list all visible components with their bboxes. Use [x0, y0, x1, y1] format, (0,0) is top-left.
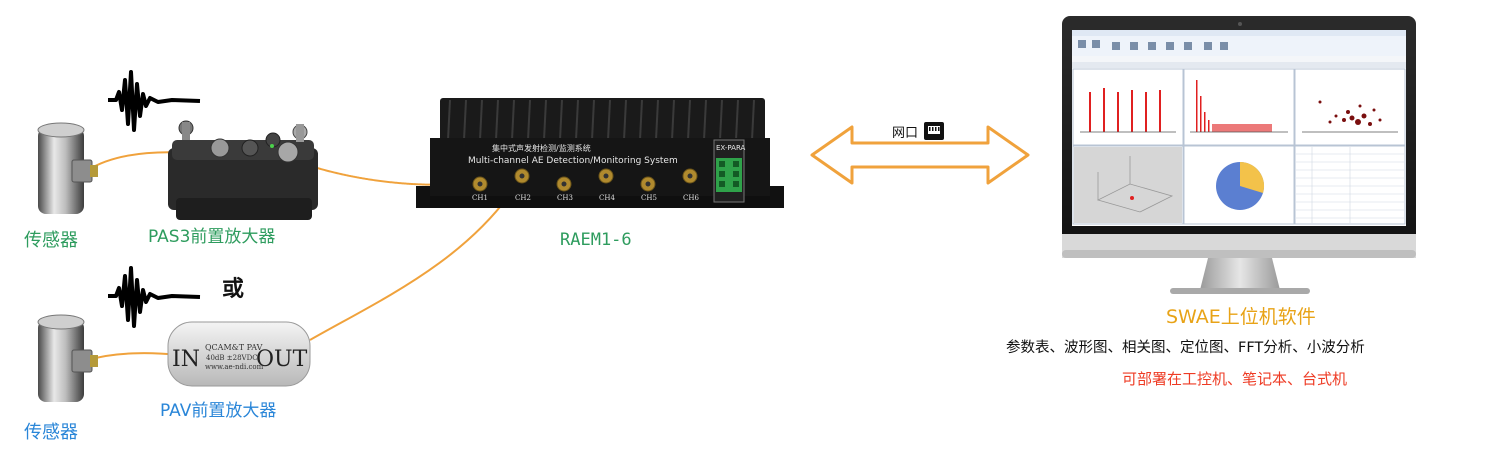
pav-spec: 40dB ±28VDC [206, 354, 258, 362]
software-title: SWAE上位机软件 [1166, 306, 1316, 328]
pav-in-label: IN [172, 347, 200, 372]
ch2-label: CH2 [515, 194, 531, 202]
ch5-connector: CH5 [640, 176, 657, 202]
pas3-preamp-device [168, 120, 318, 220]
sensor-bottom [37, 314, 98, 402]
raem-label: RAEM1-6 [560, 230, 632, 250]
heatsink-fins [440, 98, 765, 142]
software-features: 参数表、波形图、相关图、定位图、FFT分析、小波分析 [1006, 339, 1365, 356]
sensor-label-top: 传感器 [24, 230, 78, 251]
ex-para-label: EX-PARA [716, 144, 746, 152]
pav-out-label: OUT [256, 347, 308, 372]
raem-title-cn: 集中式声发射检测/监测系统 [492, 143, 591, 153]
pas3-label: PAS3前置放大器 [148, 227, 275, 247]
waveform-icon-top [108, 70, 201, 132]
ch1-connector: CH1 [472, 176, 488, 202]
ch4-label: CH4 [599, 194, 615, 202]
ch5-label: CH5 [641, 194, 657, 202]
or-label: 或 [222, 276, 244, 302]
ethernet-port-icon [924, 122, 944, 140]
pav-label: PAV前置放大器 [160, 401, 276, 421]
pav-preamp-device: IN OUT QCAM&T PAV 40dB ±28VDC www.ae-ndi… [167, 321, 311, 387]
ch1-label: CH1 [472, 194, 488, 202]
channel-connectors: CH1 CH2 CH3 CH4 CH5 [472, 168, 699, 202]
monitor [1062, 16, 1416, 294]
network-link-arrow [810, 125, 1030, 185]
ch6-label: CH6 [683, 194, 699, 202]
sensor-label-bottom: 传感器 [24, 422, 78, 443]
sensor-top [37, 122, 98, 214]
software-screenshot [1072, 30, 1406, 226]
ch6-connector: CH6 [682, 168, 699, 202]
ch2-connector: CH2 [514, 168, 531, 202]
pav-brand: QCAM&T PAV [205, 343, 263, 352]
raem-title-en: Multi-channel AE Detection/Monitoring Sy… [468, 156, 678, 166]
raem-chassis: 集中式声发射检测/监测系统 Multi-channel AE Detection… [416, 98, 784, 208]
software-deploy: 可部署在工控机、笔记本、台式机 [1122, 370, 1347, 388]
pav-web: www.ae-ndi.com [205, 363, 264, 371]
waveform-icon-bottom [108, 266, 201, 328]
cable-sensor-to-pav [87, 352, 179, 361]
ch4-connector: CH4 [598, 168, 615, 202]
ch3-label: CH3 [557, 194, 573, 202]
ch3-connector: CH3 [556, 176, 573, 202]
network-label: 网口 [892, 126, 918, 141]
